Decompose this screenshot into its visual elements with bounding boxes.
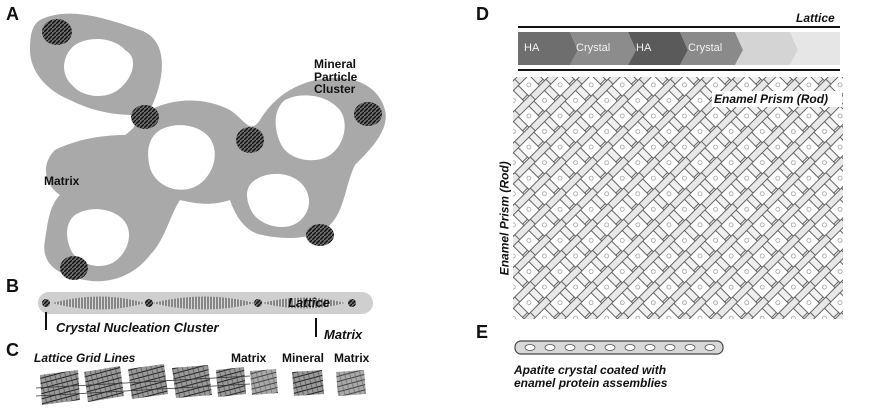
crystal-nucleation-cluster-label: Crystal Nucleation Cluster xyxy=(56,320,219,335)
panel-c-grid-blocks xyxy=(35,364,366,405)
lattice-spindle xyxy=(262,297,345,309)
lattice-block xyxy=(172,365,212,398)
matrix-label-c2: Matrix xyxy=(334,351,370,365)
caption-line: Apatite crystal coated with xyxy=(514,363,667,377)
mineral-cluster xyxy=(131,105,159,129)
matrix-block xyxy=(336,370,366,396)
panel-a-matrix-network xyxy=(30,13,386,282)
mineral-block xyxy=(292,370,324,396)
mineral-cluster xyxy=(60,256,88,280)
bar-segment-faded-1 xyxy=(735,32,798,65)
mineral-label-c: Mineral xyxy=(282,351,325,365)
matrix-label-c1: Matrix xyxy=(231,351,267,365)
nucleation-cluster xyxy=(348,299,356,307)
bar-segment-ha-1 xyxy=(518,32,578,65)
enamel-prism-mesh xyxy=(512,76,844,320)
bar-label-ha-1: HA xyxy=(524,42,540,54)
enamel-prism-label-side: Enamel Prism (Rod) xyxy=(497,161,512,276)
nucleation-cluster xyxy=(254,299,262,307)
label-line: Mineral xyxy=(314,57,357,71)
caption-line: enamel protein assemblies xyxy=(514,375,668,390)
bar-segment-faded-2 xyxy=(790,32,840,65)
matrix-label-b: Matrix xyxy=(324,327,363,342)
panel-d xyxy=(511,26,845,321)
lattice-spindle xyxy=(152,296,255,310)
pore xyxy=(67,209,130,267)
mineral-cluster xyxy=(306,224,334,246)
bar-label-crystal-1: Crystal xyxy=(576,42,611,54)
lattice-grid-lines-label: Lattice Grid Lines xyxy=(34,351,136,365)
apatite-caption: Apatite crystal coated with enamel prote… xyxy=(514,364,667,389)
panel-e-apatite-crystal xyxy=(514,340,724,355)
lattice-spindle xyxy=(52,296,145,310)
mineral-cluster xyxy=(354,102,382,126)
mineral-cluster xyxy=(42,19,72,45)
panel-b-lattice-strip xyxy=(38,292,373,337)
pore xyxy=(148,125,215,190)
matrix-block xyxy=(250,369,278,395)
panel-letter-d: D xyxy=(476,4,489,24)
lattice-label-d: Lattice xyxy=(796,11,835,25)
mineral-cluster xyxy=(236,127,264,153)
bar-segment-crystal-1 xyxy=(570,32,636,65)
panel-letter-b: B xyxy=(6,276,19,296)
pore xyxy=(275,95,345,161)
lattice-block xyxy=(216,367,246,397)
panel-letter-c: C xyxy=(6,340,19,360)
bar-label-ha-2: HA xyxy=(636,42,652,54)
lattice-block xyxy=(40,370,80,405)
label-line: Cluster xyxy=(314,82,356,97)
label-line: Particle xyxy=(314,69,358,84)
bar-segment-ha-2 xyxy=(628,32,688,65)
panel-letter-e: E xyxy=(476,322,489,342)
pore xyxy=(247,173,310,228)
mineral-particle-cluster-label: Mineral Particle Cluster xyxy=(314,58,384,96)
nucleation-cluster xyxy=(42,299,50,307)
lattice-label-b: Lattice xyxy=(288,295,330,310)
nucleation-cluster xyxy=(145,299,153,307)
matrix-label-a: Matrix xyxy=(44,174,80,188)
pore xyxy=(64,38,134,97)
panel-letter-a: A xyxy=(6,4,19,24)
bar-segment-crystal-2 xyxy=(680,32,743,65)
label-backdrop xyxy=(712,91,842,107)
bar-label-crystal-2: Crystal xyxy=(688,42,723,54)
enamel-prism-label-top: Enamel Prism (Rod) xyxy=(714,92,829,106)
